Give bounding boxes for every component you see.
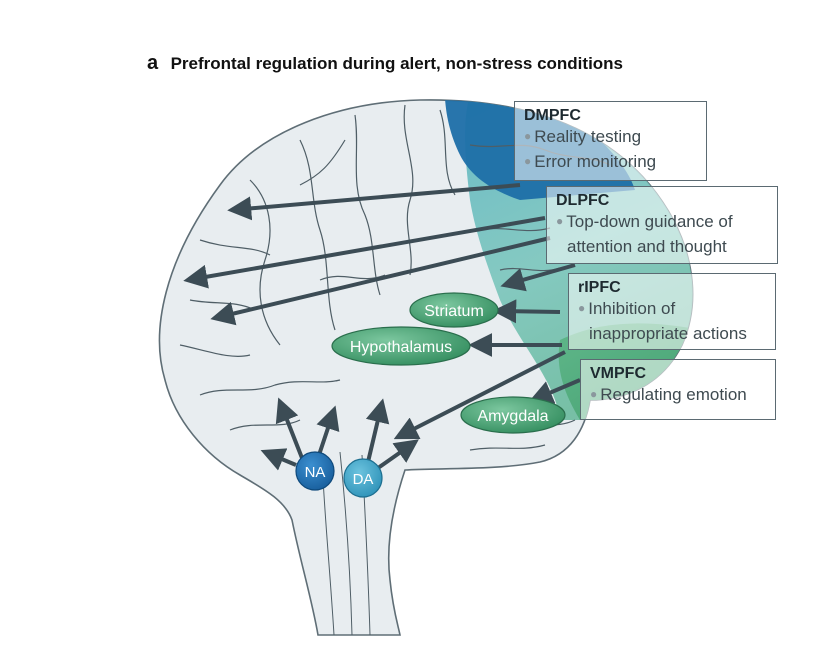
figure-title: a Prefrontal regulation during alert, no… [147, 52, 623, 75]
hypothalamus-label: Hypothalamus [350, 339, 452, 356]
vmpfc-box: VMPFC ●Regulating emotion [580, 359, 776, 420]
dmpfc-heading: DMPFC [524, 107, 581, 124]
dmpfc-function: ●Error monitoring [524, 152, 657, 171]
da-label: DA [353, 471, 374, 488]
hypothalamus-node: Hypothalamus [331, 326, 471, 366]
rlpfc-function: ●Inhibition of [578, 299, 676, 318]
vmpfc-heading: VMPFC [590, 365, 646, 382]
dmpfc-function: ●Reality testing [524, 127, 642, 146]
bullet-icon: ● [524, 154, 532, 168]
bullet-icon: ● [578, 301, 586, 315]
bullet-icon: ● [556, 214, 564, 228]
striatum-node: Striatum [409, 292, 499, 328]
pathway-arrows [183, 183, 581, 471]
rlpfc-heading: rIPFC [578, 279, 621, 296]
amygdala-label: Amygdala [477, 408, 548, 425]
rlpfc-box: rIPFC ●Inhibition of inappropriate actio… [568, 273, 776, 350]
dlpfc-function: ●Top-down guidance of [556, 212, 733, 231]
arrow-na-2 [316, 405, 340, 459]
vmpfc-function: ●Regulating emotion [590, 385, 747, 404]
dmpfc-box: DMPFC ●Reality testing ●Error monitoring [514, 101, 707, 181]
na-label: NA [305, 464, 326, 481]
arrow-da-2 [376, 439, 419, 470]
dlpfc-function: attention and thought [567, 237, 727, 256]
striatum-label: Striatum [424, 303, 484, 320]
arrow-pfc-brainstem [393, 350, 566, 440]
rlpfc-function: inappropriate actions [589, 324, 747, 343]
arrow-vmpfc-amygdala [528, 378, 581, 404]
arrow-rlpfc-cortex [500, 263, 576, 292]
arrow-da-1 [365, 398, 390, 463]
panel-letter: a [147, 52, 159, 74]
sulci [179, 104, 611, 635]
amygdala-node: Amygdala [460, 396, 566, 434]
arrow-dlpfc-cortex-1 [183, 216, 546, 289]
arrow-na-1 [275, 397, 304, 459]
dlpfc-heading: DLPFC [556, 192, 610, 209]
arrow-dlpfc-cortex-2 [210, 236, 551, 326]
title-text: Prefrontal regulation during alert, non-… [170, 54, 624, 73]
na-node: NA [295, 451, 335, 491]
dlpfc-box: DLPFC ●Top-down guidance of attention an… [546, 186, 778, 264]
da-node: DA [343, 458, 383, 498]
arrow-dmpfc-cortex [227, 183, 521, 221]
arrow-rlpfc-striatum [492, 299, 561, 324]
bullet-icon: ● [524, 129, 532, 143]
arrow-na-3 [260, 448, 297, 471]
bullet-icon: ● [590, 387, 598, 401]
